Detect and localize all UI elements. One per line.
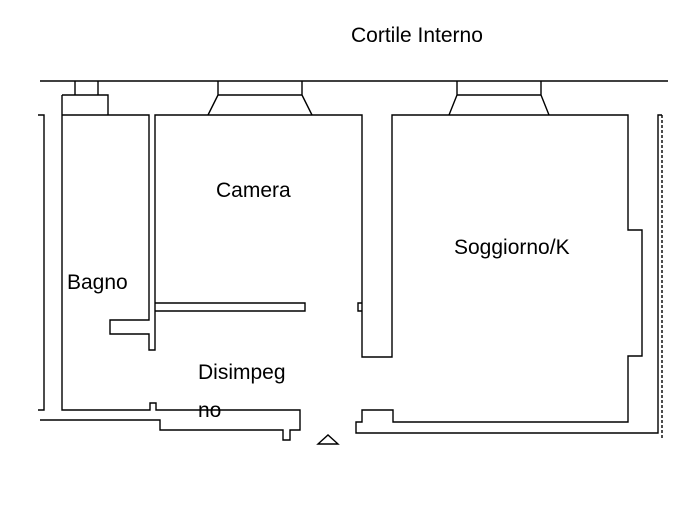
entrance-arrow-icon [316, 434, 340, 445]
outer-wall-left [38, 114, 45, 411]
hall-label-line2: no [198, 399, 222, 422]
hall-label-line1: Disimpeg [198, 361, 286, 384]
window-living [448, 81, 550, 116]
bathroom-walls [62, 114, 662, 434]
bedroom-label: Camera [216, 179, 291, 202]
living-label: Soggiorno/K [454, 236, 570, 259]
bathroom-left-wall [40, 115, 301, 441]
wall-niche [357, 302, 362, 312]
courtyard-label: Cortile Interno [351, 24, 483, 47]
bathroom-label: Bagno [67, 271, 128, 294]
window-left [61, 81, 109, 115]
window-bedroom [207, 81, 313, 116]
